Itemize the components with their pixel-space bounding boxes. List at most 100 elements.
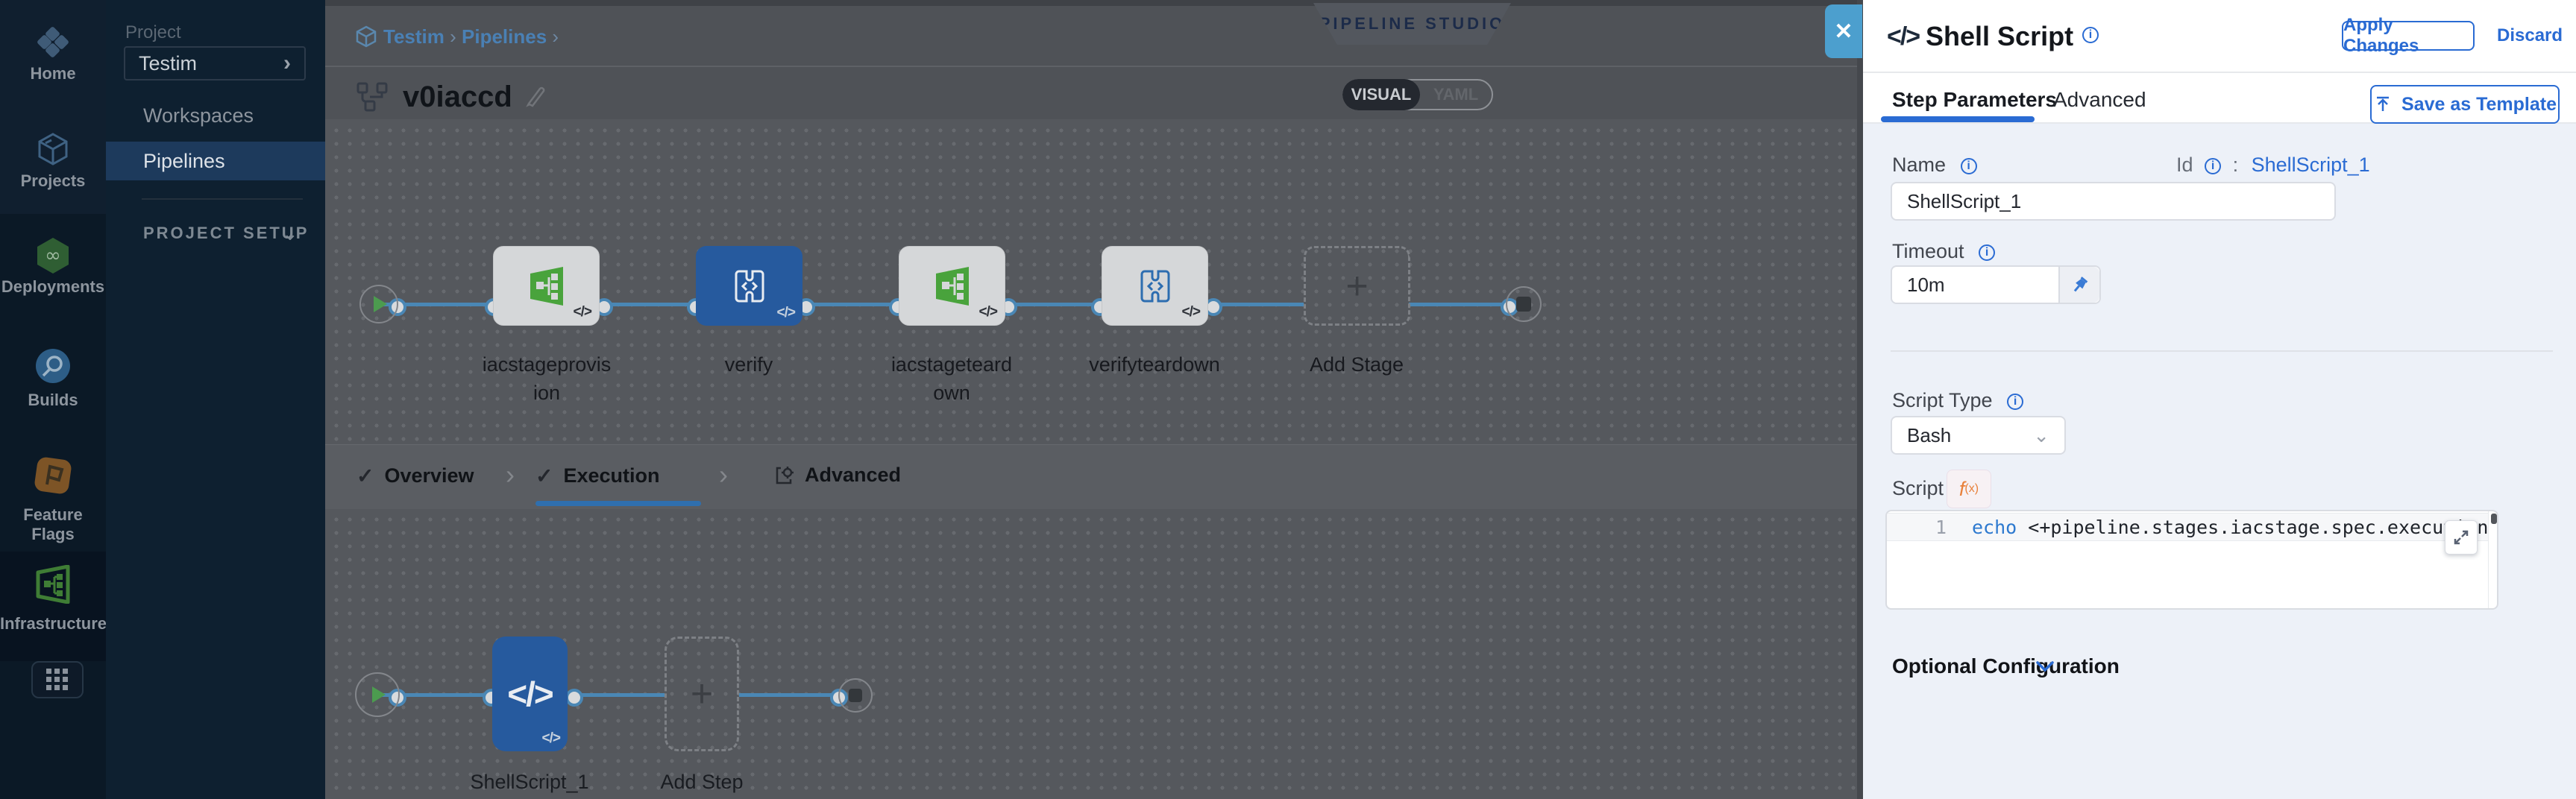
pipeline-end-node	[1506, 286, 1542, 322]
plus-icon: +	[1345, 264, 1369, 308]
shell-script-icon: </>	[507, 675, 553, 713]
projects-icon[interactable]	[0, 131, 106, 167]
stage-node-verifyteardown[interactable]: </>	[1102, 246, 1208, 326]
drawer-header-divider	[1863, 72, 2576, 73]
editor-scrollbar-thumb[interactable]	[2491, 514, 2497, 524]
infrastructure-stage-icon	[935, 266, 969, 306]
stage-detail-tabstrip	[325, 444, 1857, 509]
fixed-value-pin-button[interactable]	[2058, 267, 2099, 303]
apply-changes-button[interactable]: Apply Changes	[2342, 15, 2475, 56]
stop-icon	[849, 689, 862, 702]
sidebar-item-feature-flags[interactable]: Feature Flags	[23, 505, 83, 543]
id-value-link[interactable]: ShellScript_1	[2251, 154, 2370, 176]
feature-flags-icon[interactable]	[0, 456, 106, 495]
edge-port	[565, 689, 583, 707]
execution-end-node	[838, 678, 873, 713]
drawer-tab-divider	[1863, 122, 2576, 124]
optional-configuration-toggle[interactable]: Optional Configuration	[1892, 654, 2120, 678]
chevron-down-icon: ⌄	[2033, 423, 2049, 446]
sidebar-item-workspaces[interactable]: Workspaces	[143, 104, 254, 127]
sidebar-item-pipelines[interactable]: Pipelines	[106, 142, 325, 180]
stage-node-verify-selected[interactable]: </>	[696, 246, 802, 326]
shell-script-title-icon: </>	[1887, 22, 1920, 51]
pipeline-start-node	[359, 285, 398, 323]
project-setup-label[interactable]: PROJECT SETUP	[143, 224, 310, 242]
infrastructures-icon[interactable]	[0, 565, 106, 604]
stage-node-iacstageteardown[interactable]: </>	[899, 246, 1005, 326]
breadcrumb: Testim › Pipelines ›	[383, 25, 559, 48]
chevron-down-icon[interactable]	[2033, 656, 2057, 677]
apps-grid-button[interactable]	[31, 661, 84, 698]
deployments-icon[interactable]: ∞	[0, 237, 106, 274]
stage-node-iacstageprovision[interactable]: </>	[493, 246, 600, 326]
add-stage-button[interactable]: +	[1304, 246, 1410, 326]
add-step-button[interactable]: +	[665, 637, 739, 751]
step-edge-line	[739, 693, 836, 697]
chevron-down-icon: ⌄	[282, 222, 298, 244]
project-selector[interactable]: Testim ›	[124, 46, 306, 80]
custom-stage-icon	[735, 270, 764, 302]
toggle-visual[interactable]: VISUAL	[1342, 79, 1420, 110]
name-info-icon[interactable]: i	[1960, 157, 1977, 174]
grid-icon	[46, 669, 68, 690]
toggle-yaml[interactable]: YAML	[1433, 85, 1479, 104]
code-text: <+pipeline.stages.iacstage.spec.executio…	[2028, 517, 2488, 538]
visual-yaml-toggle: VISUAL YAML	[1342, 79, 1493, 110]
sidebar-item-projects[interactable]: Projects	[20, 171, 86, 190]
project-section-label: Project	[125, 22, 181, 42]
sidebar-item-home[interactable]: Home	[30, 64, 76, 83]
pipeline-title: v0iaccd	[403, 80, 512, 113]
close-drawer-button[interactable]: ✕	[1825, 4, 1862, 58]
timeout-input[interactable]: 10m	[1891, 265, 2101, 304]
sidebar-item-builds[interactable]: Builds	[28, 391, 78, 409]
expression-fx-badge[interactable]: f(x)	[1947, 470, 1991, 508]
stop-icon	[1516, 297, 1531, 312]
script-type-info-icon[interactable]: i	[2007, 393, 2024, 410]
sidebar-item-infrastructures[interactable]: Infrastructures	[0, 614, 116, 633]
tab-execution[interactable]: ✓ Execution	[535, 464, 660, 487]
sidebar-item-deployments[interactable]: Deployments	[1, 277, 105, 296]
step-node-shellscript[interactable]: </> </>	[492, 637, 568, 751]
pin-icon	[2073, 277, 2087, 292]
editor-code-line[interactable]: echo <+pipeline.stages.iacstage.spec.exe…	[1972, 517, 2488, 538]
infrastructure-stage-icon	[530, 266, 563, 306]
form-divider	[1891, 350, 2553, 352]
stage-edge-line	[1409, 303, 1507, 306]
title-info-icon[interactable]: i	[2082, 27, 2099, 43]
timeout-info-icon[interactable]: i	[1979, 244, 1996, 261]
id-label: Id	[2176, 154, 2193, 176]
id-info-icon[interactable]: i	[2205, 157, 2222, 174]
script-code-editor[interactable]: 1 echo <+pipeline.stages.iacstage.spec.e…	[1885, 510, 2498, 610]
tab-step-parameters[interactable]: Step Parameters	[1892, 88, 2058, 111]
upload-template-icon	[2377, 96, 2389, 111]
tab-advanced-drawer[interactable]: Advanced	[2053, 88, 2146, 111]
name-input[interactable]: ShellScript_1	[1891, 182, 2336, 221]
breadcrumb-pipelines[interactable]: Pipelines	[462, 25, 547, 48]
canvas-drawer-edge	[1857, 0, 1863, 799]
breadcrumb-separator: ›	[552, 25, 559, 48]
play-icon	[374, 296, 387, 312]
canvas-top-line	[325, 0, 1857, 6]
custom-stage-icon	[1140, 270, 1169, 302]
code-keyword: echo	[1972, 517, 2017, 538]
breadcrumb-testim[interactable]: Testim	[383, 25, 444, 48]
id-separator: :	[2232, 154, 2239, 176]
save-as-template-button[interactable]: Save as Template	[2370, 85, 2560, 124]
edit-pencil-icon[interactable]	[524, 85, 547, 109]
discard-button[interactable]: Discard	[2497, 25, 2563, 45]
script-type-select[interactable]: Bash ⌄	[1891, 416, 2066, 455]
home-icon[interactable]	[0, 25, 106, 60]
project-sidebar	[106, 0, 325, 799]
drawer-form-background	[1863, 124, 2576, 799]
script-type-label: Script Type i	[1892, 389, 2024, 412]
stage-edge-line	[379, 303, 1304, 306]
advanced-icon	[776, 466, 794, 484]
builds-icon[interactable]	[0, 347, 106, 385]
tab-overview[interactable]: ✓ Overview	[356, 464, 474, 487]
drawer-title: Shell Script	[1926, 21, 2074, 51]
add-step-label: Add Step	[660, 771, 744, 793]
editor-expand-button[interactable]	[2445, 520, 2478, 555]
active-tab-underline	[535, 501, 701, 506]
tab-advanced[interactable]: Advanced	[773, 464, 901, 487]
